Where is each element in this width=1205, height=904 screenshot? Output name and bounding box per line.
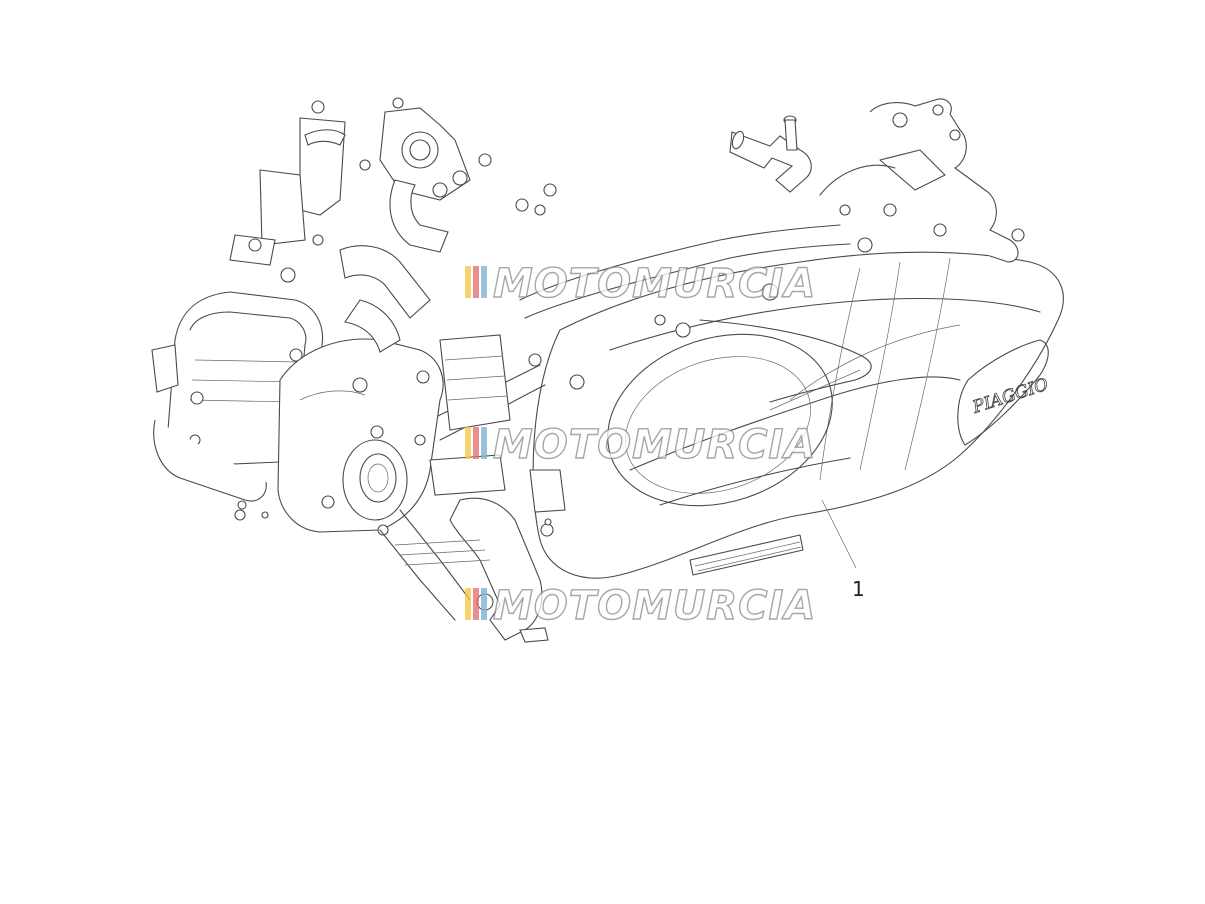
watermark-top: MOTOMURCIA (465, 260, 816, 308)
callout-1-label: 1 (852, 577, 865, 601)
watermark-text: MOTOMURCIA (493, 583, 816, 629)
watermark-stripe-yellow (465, 266, 471, 298)
watermark-stripe-blue (481, 588, 487, 620)
watermark-stripe-red (473, 588, 479, 620)
watermark-stripe-red (473, 266, 479, 298)
watermark-stripe-blue (481, 427, 487, 459)
callout-1: 1 (821, 499, 865, 601)
watermark-text: MOTOMURCIA (493, 422, 816, 468)
callout-1-leader-line (821, 499, 857, 569)
watermark-stripe-yellow (465, 588, 471, 620)
watermark-stripe-yellow (465, 427, 471, 459)
watermark-stripe-red (473, 427, 479, 459)
watermark-bottom: MOTOMURCIA (465, 582, 816, 630)
watermark-stripe-blue (481, 266, 487, 298)
watermark-middle: MOTOMURCIA (465, 421, 816, 469)
engine-assembly-drawing: PIAGGIO (151, 97, 1064, 643)
watermark-text: MOTOMURCIA (493, 261, 816, 307)
